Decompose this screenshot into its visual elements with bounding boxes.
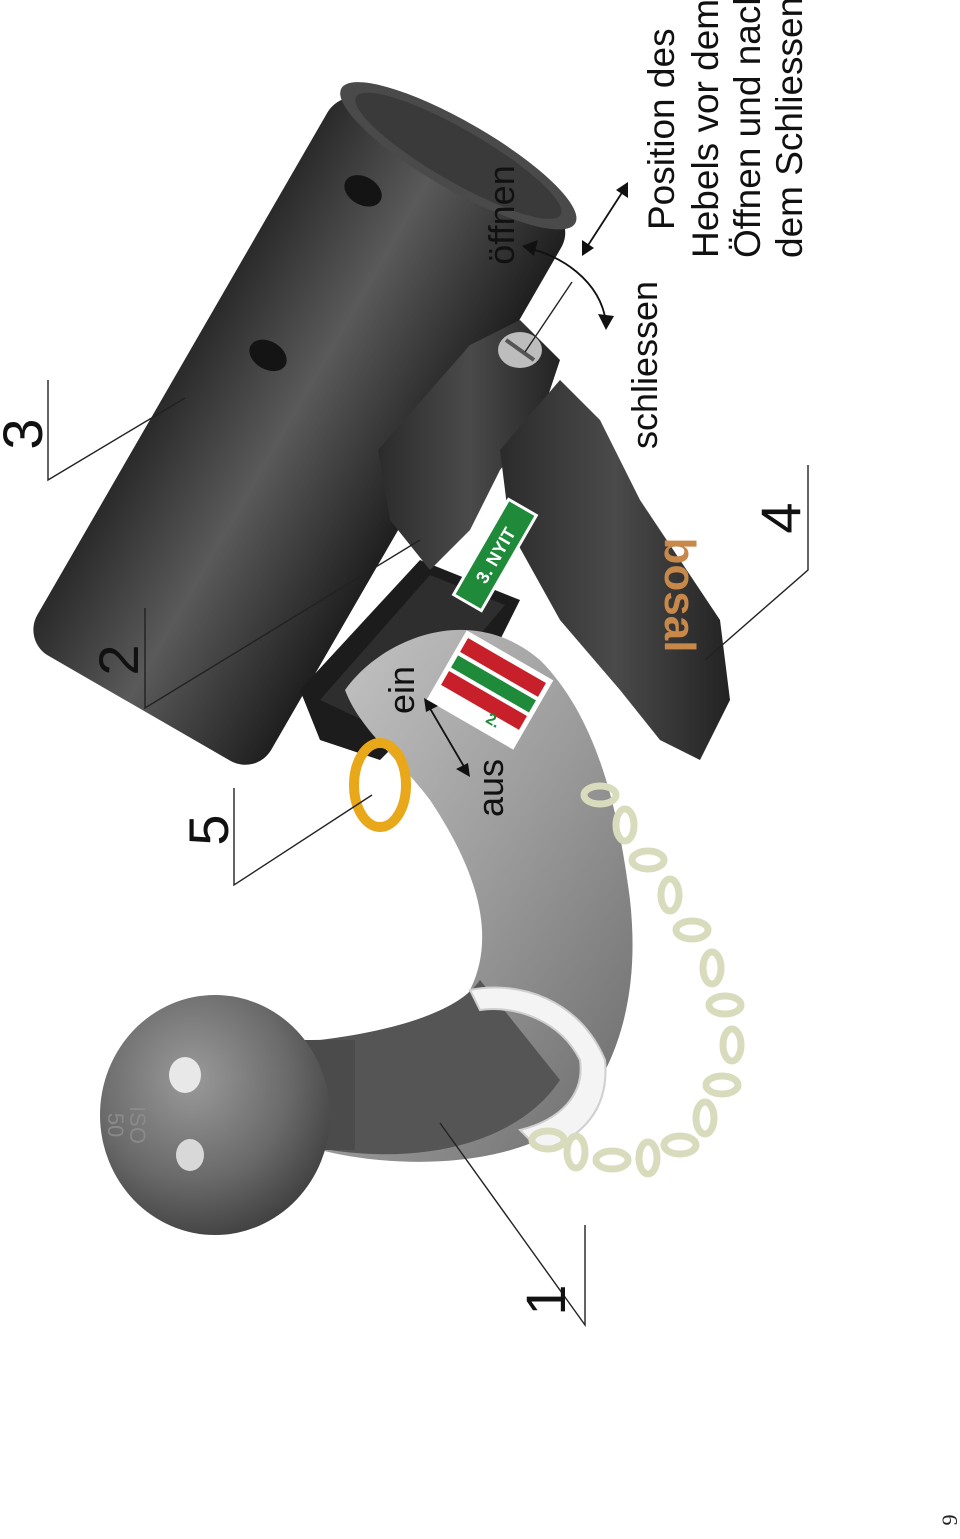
callout-3: 3 — [0, 418, 54, 449]
callout-4: 4 — [749, 502, 812, 533]
safety-ring — [349, 738, 411, 832]
leader-4 — [704, 465, 809, 661]
label-ein: ein — [381, 666, 422, 714]
note-line-4: dem Schliessen — [769, 0, 810, 258]
note-line-2: Hebels vor dem — [685, 0, 726, 258]
position-arrow — [584, 187, 626, 251]
callout-2: 2 — [87, 644, 150, 675]
ball-stamp-size: 50 — [103, 1113, 128, 1137]
note-line-3: Öffnen und nach — [727, 0, 768, 258]
motion-arrows — [424, 182, 628, 777]
leader-5 — [233, 788, 373, 887]
leader-lever-pivot — [524, 281, 573, 353]
callout-1: 1 — [514, 1284, 577, 1315]
leader-2 — [144, 539, 421, 710]
label-schliessen: schliessen — [624, 281, 665, 449]
receiver-tube — [33, 82, 577, 765]
open-close-arrow — [526, 247, 607, 323]
callout-numbers: 1 2 3 4 5 — [0, 418, 812, 1315]
tow-ball: ISO 50 — [100, 995, 355, 1235]
callout-5: 5 — [177, 814, 240, 845]
hitch-illustration: bosal 3. NYIT 2. — [33, 82, 745, 1235]
safety-chain — [528, 782, 745, 1178]
annotations: öffnen schliessen ein aus Position des H… — [381, 0, 810, 817]
leader-lines — [47, 281, 809, 1328]
page-number: 9 — [937, 1515, 960, 1526]
brand-logo: bosal — [655, 538, 704, 653]
label-aus: aus — [470, 759, 511, 817]
in-out-arrow — [427, 704, 467, 771]
leader-3 — [47, 380, 186, 482]
ball-stamp-iso: ISO — [125, 1106, 150, 1144]
leader-1 — [439, 1122, 586, 1328]
label-oeffnen: öffnen — [481, 165, 522, 264]
note-line-1: Position des — [641, 28, 682, 230]
release-lever: bosal 3. NYIT — [378, 320, 730, 760]
